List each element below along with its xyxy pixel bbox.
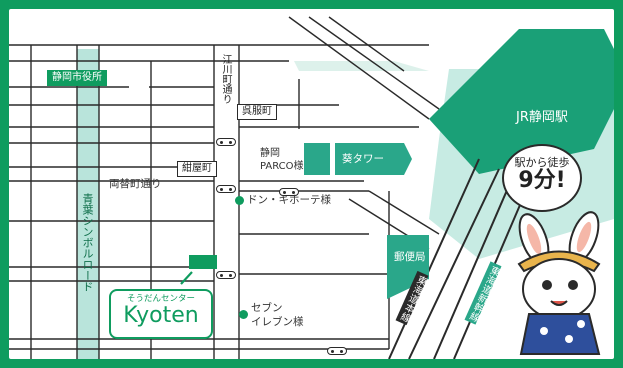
parco-label-line2: PARCO様 [260, 161, 304, 172]
logo-name: Kyoten [123, 302, 199, 328]
destination-marker-icon [189, 255, 217, 269]
parco-label-line1: 静岡 [260, 148, 280, 159]
aoi-tower-label: 葵タワー [342, 153, 384, 165]
kyoten-logo: そうだんセンター Kyoten [109, 289, 213, 339]
ryogaecho-street-label: 両替町通り [109, 178, 162, 190]
bus-stop-icon [327, 347, 347, 355]
station-approach-strip [294, 61, 429, 71]
street-map-graphic [9, 16, 614, 359]
aoba-road-label: 青葉シンボルロード [81, 193, 94, 292]
bus-stop-icon [216, 138, 236, 146]
seven-eleven-line1: セブン [251, 302, 283, 314]
rabbit-mascot-icon [517, 211, 601, 355]
jr-station-label: JR静岡駅 [516, 110, 568, 125]
aoi-tower-building [335, 143, 412, 175]
don-quijote-label: ドン・キホーテ様 [247, 194, 331, 206]
city-hall-label: 静岡市役所 [47, 70, 107, 86]
gofukucho-label: 呉服町 [237, 104, 277, 120]
walk-time-line2: 9分! [518, 168, 566, 194]
bus-stop-icon [279, 188, 299, 196]
bus-stop-icon [216, 271, 236, 279]
jr-station-building [429, 29, 614, 174]
walk-time-line1: 駅から徒歩 [514, 156, 570, 169]
access-map: 静岡市役所 江川町通り 呉服町 紺屋町 両替町通り 静岡 PARCO様 葵タワー… [9, 9, 614, 359]
bus-stop-icon [216, 185, 236, 193]
parco-building [304, 143, 330, 175]
post-office-label: 郵便局 [394, 251, 426, 263]
seven-eleven-line2: イレブン様 [251, 316, 304, 328]
walk-time-callout: 駅から徒歩 9分! [502, 144, 582, 212]
landmark-dot-icon [239, 310, 248, 319]
edogawa-street-label: 江川町通り [220, 54, 231, 104]
konyacho-label: 紺屋町 [177, 161, 217, 177]
landmark-dot-icon [235, 196, 244, 205]
logo-kana: そうだんセンター [126, 294, 195, 304]
